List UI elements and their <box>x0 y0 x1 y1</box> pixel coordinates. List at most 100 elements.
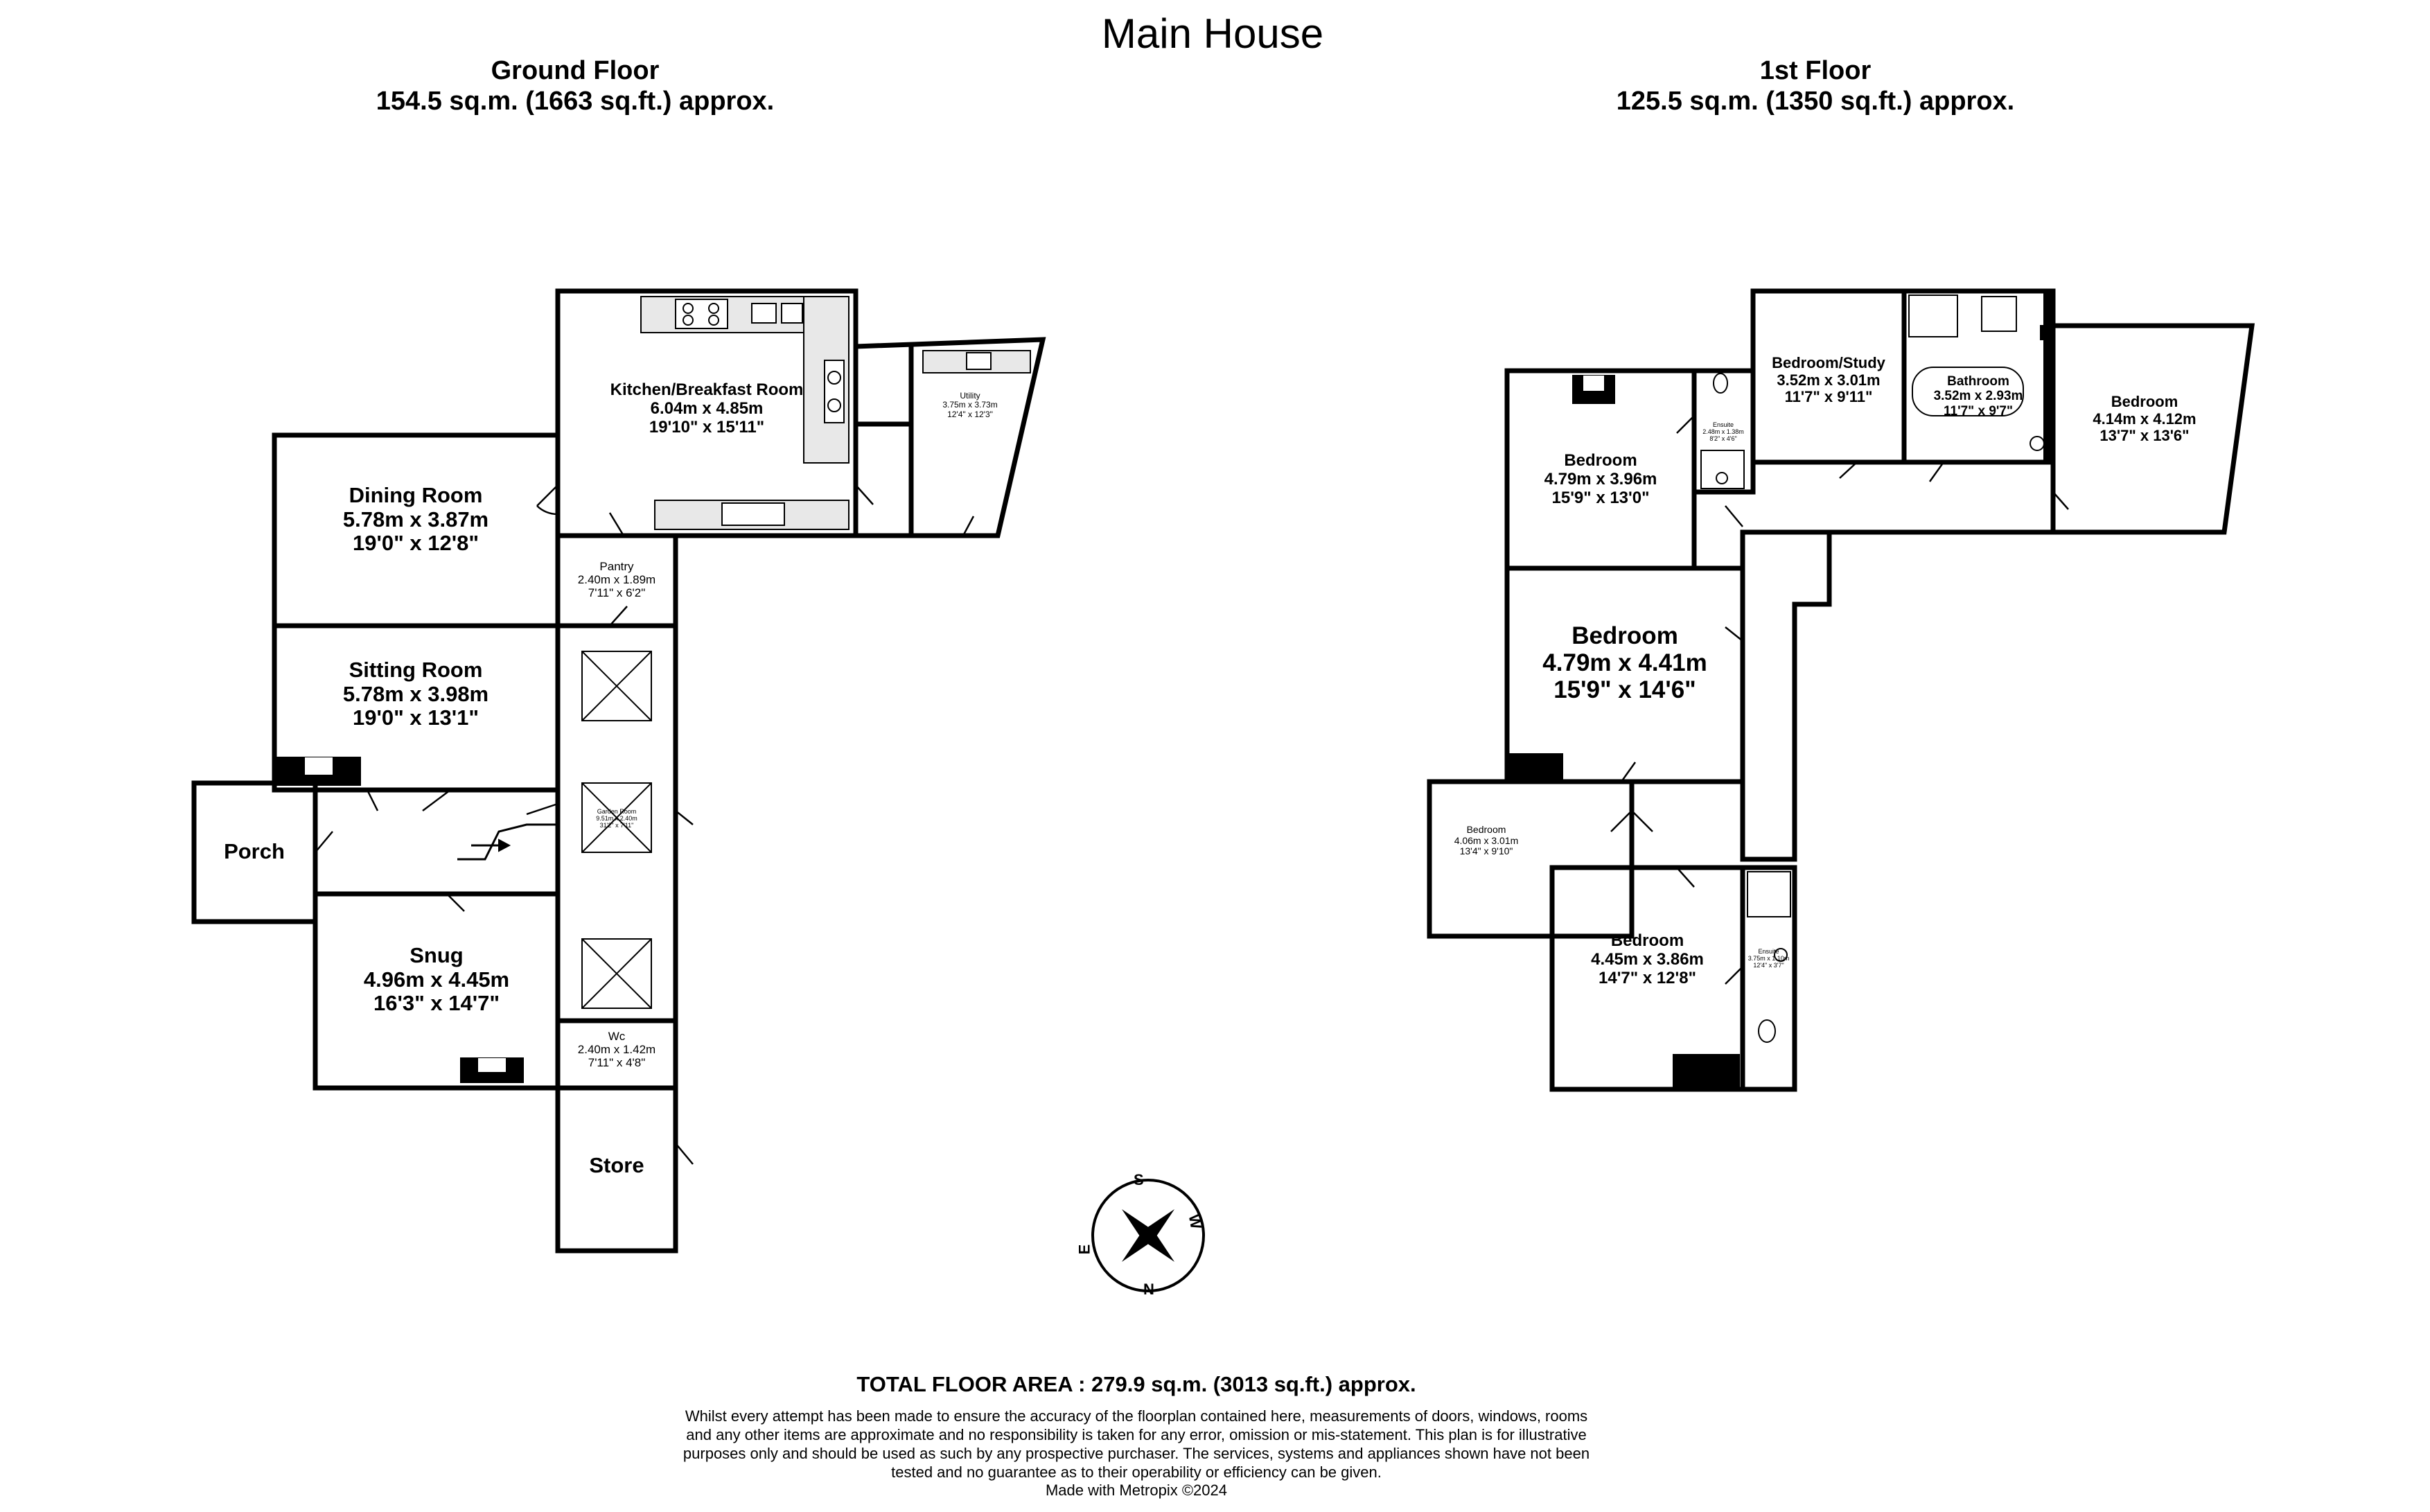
room-metric: 4.79m x 3.96m <box>1544 469 1657 489</box>
room-name: Dining Room <box>349 483 483 507</box>
bedroom-2-walls <box>2050 323 2255 535</box>
ground-floor-fixtures <box>276 296 1031 1083</box>
room-metric: 2.40m x 1.42m <box>577 1043 656 1057</box>
room-metric: 4.45m x 3.86m <box>1591 949 1704 969</box>
landing-walls <box>1740 529 1832 862</box>
room-label-utility: Utility 3.75m x 3.73m 12'4" x 12'3" <box>915 391 1025 419</box>
made-with: Made with Metropix ©2024 <box>1045 1482 1227 1499</box>
room-name: Garden Room <box>597 808 637 815</box>
room-metric: 9.51m x 2.40m <box>596 815 637 823</box>
total-floor-area: TOTAL FLOOR AREA : 279.9 sq.m. (3013 sq.… <box>856 1372 1416 1396</box>
disclaimer: Whilst every attempt has been made to en… <box>683 1407 1590 1481</box>
compass-south: S <box>1134 1171 1144 1188</box>
room-name: Pantry <box>599 560 634 573</box>
room-name: Bathroom <box>1947 374 2009 389</box>
room-metric: 6.04m x 4.85m <box>650 398 764 418</box>
room-metric: 2.48m x 1.38m <box>1702 428 1744 436</box>
room-name: Bedroom <box>1571 622 1678 649</box>
room-name: Utility <box>960 391 980 401</box>
room-name: Ensuite <box>1758 948 1779 955</box>
room-name: Bedroom <box>1564 451 1637 470</box>
room-label-ensuite-2: Ensuite 3.75m x 1.10m 12'4" x 3'7" <box>1743 948 1795 969</box>
room-label-bedroom-2: Bedroom 4.14m x 4.12m 13'7" x 13'6" <box>2065 393 2224 445</box>
room-name: Bedroom <box>1610 931 1684 950</box>
first-floor-fixtures <box>1506 292 2054 1089</box>
ground-floor-name: Ground Floor <box>491 56 660 85</box>
room-imperial: 13'4" x 9'10" <box>1459 845 1513 857</box>
room-imperial: 13'7" x 13'6" <box>2099 427 2190 445</box>
room-imperial: 8'2" x 4'6" <box>1709 435 1737 443</box>
room-imperial: 15'9" x 13'0" <box>1551 488 1650 507</box>
room-label-kitchen: Kitchen/Breakfast Room 6.04m x 4.85m 19'… <box>575 380 838 437</box>
room-metric: 4.79m x 4.41m <box>1542 649 1707 677</box>
hall-walls <box>312 787 561 897</box>
room-name: Store <box>589 1153 644 1177</box>
room-metric: 5.78m x 3.87m <box>342 507 489 531</box>
room-imperial: 16'3" x 14'7" <box>373 991 500 1016</box>
room-name: Bedroom <box>1466 824 1506 835</box>
first-floor-name: 1st Floor <box>1759 56 1872 85</box>
room-name: Sitting Room <box>349 658 483 682</box>
room-metric: 4.06m x 3.01m <box>1454 834 1519 846</box>
room-label-bedroom-1: Bedroom 4.79m x 3.96m 15'9" x 13'0" <box>1511 451 1691 508</box>
room-metric: 5.78m x 3.98m <box>342 681 489 706</box>
room-imperial: 14'7" x 12'8" <box>1599 968 1696 987</box>
ground-floor-heading: Ground Floor 154.5 sq.m. (1663 sq.ft.) a… <box>298 55 852 116</box>
room-imperial: 11'7" x 9'7" <box>1944 403 2013 419</box>
room-name: Snug <box>410 943 464 967</box>
room-label-wc: Wc 2.40m x 1.42m 7'11" x 4'8" <box>561 1030 672 1069</box>
compass-west: W <box>1185 1213 1205 1231</box>
room-metric: 4.14m x 4.12m <box>2093 410 2196 428</box>
room-label-garden-room: Garden Room 9.51m x 2.40m 31'2" x 7'11" <box>565 808 669 829</box>
ground-floor-doors <box>315 484 975 1165</box>
store-walls <box>555 1085 678 1254</box>
compass-north: N <box>1143 1281 1154 1298</box>
room-metric: 3.52m x 3.01m <box>1777 371 1881 389</box>
room-label-study: Bedroom/Study 3.52m x 3.01m 11'7" x 9'11… <box>1755 354 1902 406</box>
ensuite-2-walls <box>1740 865 1797 1092</box>
room-metric: 3.75m x 3.73m <box>942 400 998 410</box>
room-imperial: 7'11" x 6'2" <box>588 586 646 600</box>
room-name: Bedroom/Study <box>1772 354 1885 371</box>
utility-walls <box>853 337 1046 538</box>
room-label-dining: Dining Room 5.78m x 3.87m 19'0" x 12'8" <box>277 483 554 556</box>
room-name: Porch <box>224 839 285 863</box>
room-imperial: 31'2" x 7'11" <box>599 822 634 829</box>
room-imperial: 15'9" x 14'6" <box>1553 676 1696 704</box>
room-label-ensuite-1: Ensuite 2.48m x 1.38m 8'2" x 4'6" <box>1696 421 1751 442</box>
room-name: Ensuite <box>1712 421 1734 428</box>
room-imperial: 19'10" x 15'11" <box>649 417 765 437</box>
room-imperial: 19'0" x 13'1" <box>352 705 479 730</box>
compass-east: E <box>1075 1244 1093 1255</box>
room-label-store: Store <box>561 1153 672 1178</box>
room-imperial: 19'0" x 12'8" <box>352 531 479 556</box>
snug-walls <box>312 891 561 1091</box>
compass-graphic <box>1091 1179 1205 1292</box>
room-name: Kitchen/Breakfast Room <box>610 380 804 399</box>
room-label-sitting: Sitting Room 5.78m x 3.98m 19'0" x 13'1" <box>277 658 554 730</box>
room-label-pantry: Pantry 2.40m x 1.89m 7'11" x 6'2" <box>561 560 672 599</box>
room-label-bedroom-5: Bedroom 4.45m x 3.86m 14'7" x 12'8" <box>1556 931 1739 988</box>
room-label-bedroom-4: Bedroom 4.06m x 3.01m 13'4" x 9'10" <box>1438 824 1535 857</box>
room-imperial: 7'11" x 4'8" <box>588 1056 646 1070</box>
room-imperial: 12'4" x 12'3" <box>947 409 993 419</box>
ground-floor-area: 154.5 sq.m. (1663 sq.ft.) approx. <box>376 87 775 116</box>
footer: TOTAL FLOOR AREA : 279.9 sq.m. (3013 sq.… <box>679 1372 1594 1500</box>
room-name: Bedroom <box>2111 393 2178 410</box>
room-name: Wc <box>608 1030 626 1043</box>
plan-title: Main House <box>1101 10 1324 57</box>
first-floor-heading: 1st Floor 125.5 sq.m. (1350 sq.ft.) appr… <box>1538 55 2093 116</box>
bedroom-4-walls <box>1427 779 1635 939</box>
room-imperial: 11'7" x 9'11" <box>1784 388 1873 406</box>
room-label-bedroom-3: Bedroom 4.79m x 4.41m 15'9" x 14'6" <box>1511 622 1739 704</box>
room-imperial: 12'4" x 3'7" <box>1753 962 1784 969</box>
first-floor-doors <box>1610 415 2069 985</box>
room-label-snug: Snug 4.96m x 4.45m 16'3" x 14'7" <box>319 943 554 1016</box>
room-metric: 3.75m x 1.10m <box>1747 955 1790 962</box>
first-floor-area: 125.5 sq.m. (1350 sq.ft.) approx. <box>1616 87 2015 116</box>
room-label-porch: Porch <box>195 839 313 864</box>
room-metric: 4.96m x 4.45m <box>363 967 510 992</box>
room-label-bathroom: Bathroom 3.52m x 2.93m 11'7" x 9'7" <box>1909 374 2048 419</box>
room-metric: 2.40m x 1.89m <box>577 573 656 587</box>
